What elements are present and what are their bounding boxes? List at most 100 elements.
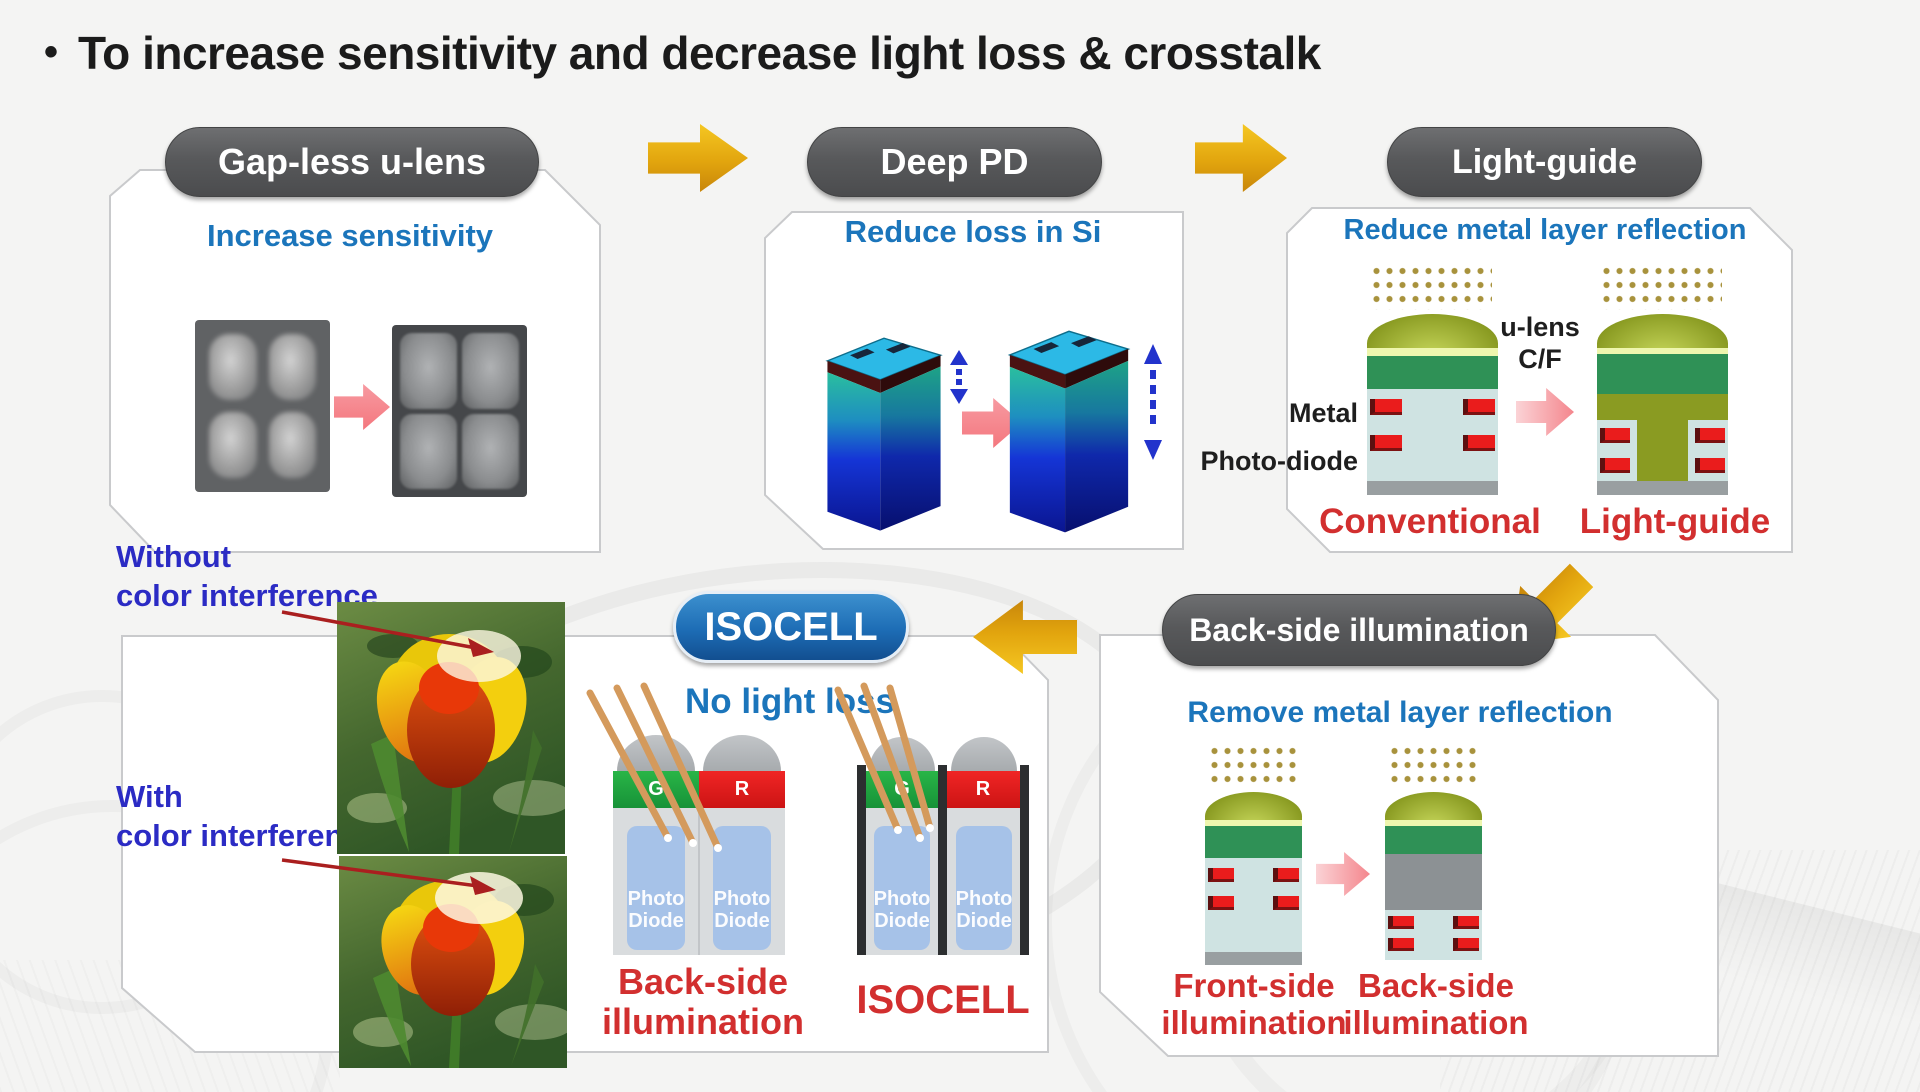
- green-filter: G: [613, 771, 699, 808]
- label-metal: Metal: [1288, 398, 1358, 428]
- lens-blob: [209, 412, 257, 478]
- subtitle-deeppd: Reduce loss in Si: [844, 214, 1102, 249]
- metal-block: [1695, 458, 1725, 473]
- annotation-line: With: [116, 779, 183, 814]
- photodiode-body: [1205, 858, 1302, 952]
- light-rays-dots: [1370, 264, 1492, 310]
- label-photo-diode: Photo-diode: [1200, 446, 1358, 476]
- photodiode-body: [1597, 394, 1728, 481]
- ulens-dome: [1367, 314, 1498, 348]
- annotation-with-interference: With color interference: [116, 778, 378, 856]
- header-pill-deeppd: Deep PD: [807, 127, 1102, 197]
- metal-block: [1273, 868, 1299, 882]
- silicon-pillar-shallow: [825, 337, 943, 531]
- header-pill-bsi: Back-side illumination: [1162, 594, 1556, 666]
- filter-letter-r: R: [975, 778, 991, 800]
- header-pill-lightguide: Light-guide: [1387, 127, 1702, 197]
- metal-wiring-body: [1385, 910, 1482, 960]
- annotation-line: Without: [116, 539, 232, 574]
- header-label: ISOCELL: [704, 604, 878, 649]
- ulens-dome: [951, 737, 1017, 771]
- pixel-frontside: [1205, 792, 1302, 965]
- depth-arrow-short-icon: [950, 350, 968, 404]
- tulip-photo-interference: [339, 856, 567, 1068]
- photodiode-body: [1367, 389, 1498, 481]
- metal-block: [1600, 458, 1630, 473]
- photodiode-label: Photo Diode: [955, 888, 1013, 932]
- substrate-layer: [1205, 952, 1302, 965]
- light-rays-dots: [1388, 744, 1482, 788]
- subtitle-isocell: No light loss: [685, 682, 895, 721]
- filter-letter-g: G: [648, 778, 664, 800]
- depth-arrow-long-icon: [1144, 344, 1162, 460]
- ulens-dome: [1205, 792, 1302, 820]
- metal-block: [1370, 399, 1402, 415]
- sensor-isocell-diagram: G R Photo Diode Photo Diode: [857, 735, 1029, 955]
- pixel-divider: [698, 808, 700, 955]
- lens-blob: [268, 334, 316, 400]
- label-u-lens: u-lens: [1500, 312, 1580, 342]
- ulens-dome: [869, 737, 935, 771]
- isolation-barrier: [1020, 765, 1029, 955]
- header-label: Back-side illumination: [1189, 611, 1529, 648]
- metal-block: [1453, 916, 1479, 929]
- photodiode-label: Photo Diode: [713, 888, 771, 932]
- silicon-pillar-deep: [1007, 330, 1131, 533]
- lightguide-tee-stem: [1637, 394, 1688, 481]
- colorfilter-strip: [1367, 348, 1498, 356]
- annotation-line: color interference: [116, 577, 378, 613]
- header-label: Gap-less u-lens: [217, 141, 487, 182]
- metal-block: [1208, 868, 1234, 882]
- header-label: Deep PD: [880, 141, 1029, 182]
- pixel-backside: [1385, 792, 1482, 960]
- pixel-lightguide: [1597, 314, 1728, 495]
- metal-block: [1695, 428, 1725, 443]
- metal-block: [1388, 938, 1414, 951]
- subtitle-lightguide: Reduce metal layer reflection: [1343, 214, 1747, 246]
- ulens-dome: [703, 735, 781, 771]
- colorfilter-strip: [1205, 820, 1302, 826]
- ulens-dome: [1597, 314, 1728, 348]
- green-layer: [1385, 826, 1482, 854]
- pixel-conventional: [1367, 314, 1498, 495]
- lens-blob: [462, 333, 519, 409]
- colorfilter-strip: [1597, 348, 1728, 354]
- photodiode-label: Photo Diode: [627, 888, 685, 932]
- photodiode-rect: Photo Diode: [874, 826, 930, 950]
- isolation-barrier: [938, 765, 947, 955]
- subtitle-gapless: Increase sensitivity: [206, 218, 494, 253]
- light-rays-dots: [1208, 744, 1302, 788]
- lens-blob: [268, 412, 316, 478]
- isolation-barrier: [857, 765, 866, 955]
- label-cf: C/F: [1518, 344, 1562, 374]
- tulip-photo-clean: [337, 602, 565, 854]
- header-pill-isocell: ISOCELL: [673, 591, 909, 663]
- caption-backside-illumination: Back-side illumination: [1343, 967, 1529, 1041]
- lens-blob: [400, 333, 457, 409]
- ulens-dome: [1385, 792, 1482, 820]
- substrate-layer: [1367, 481, 1498, 495]
- filter-letter-g: G: [894, 778, 910, 800]
- sem-image-lens-with-gap: [195, 320, 330, 492]
- lens-blob: [400, 413, 457, 489]
- lens-blob: [462, 413, 519, 489]
- photodiode-rect: Photo Diode: [627, 826, 685, 950]
- annotation-without-interference: Without color interference: [116, 538, 378, 616]
- colorfilter-strip: [1385, 820, 1482, 826]
- title-bullet: •: [44, 30, 59, 74]
- filter-letter-r: R: [734, 778, 750, 800]
- substrate-layer: [1597, 481, 1728, 495]
- caption-lightguide: Light-guide: [1579, 502, 1771, 541]
- metal-block: [1463, 399, 1495, 415]
- silicon-layer: [1385, 854, 1482, 910]
- photodiode-rect: Photo Diode: [713, 826, 771, 950]
- sem-image-gapless-lens: [392, 325, 527, 497]
- page-title: To increase sensitivity and decrease lig…: [78, 27, 1321, 79]
- metal-block: [1453, 938, 1479, 951]
- photodiode-rect: Photo Diode: [956, 826, 1012, 950]
- red-filter: R: [699, 771, 785, 808]
- caption-isocell-left: Back-side illumination: [602, 961, 804, 1043]
- photodiode-label: Photo Diode: [873, 888, 931, 932]
- metal-block: [1388, 916, 1414, 929]
- green-filter: G: [866, 771, 938, 808]
